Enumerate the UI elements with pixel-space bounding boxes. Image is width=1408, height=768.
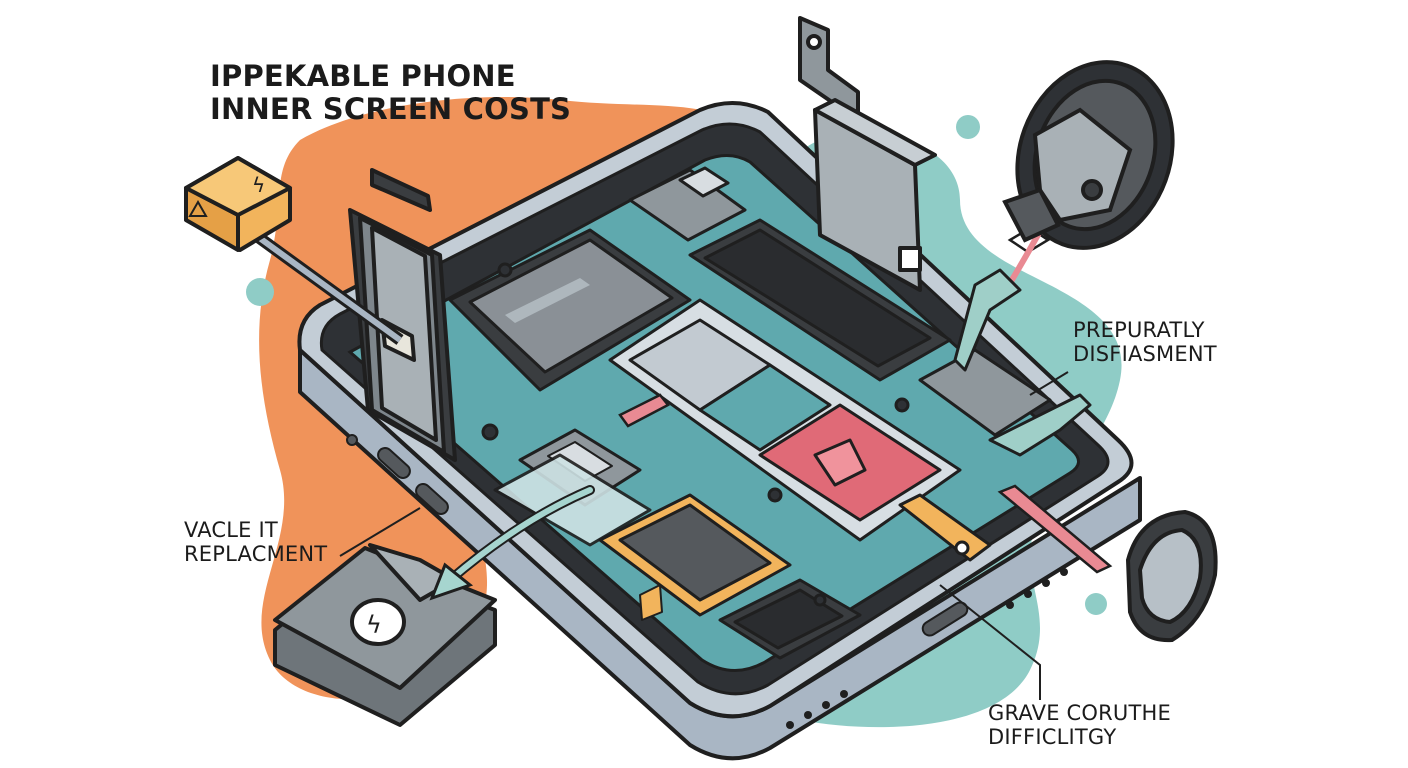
teal-dot bbox=[246, 278, 274, 306]
callout-vacle: VACLE IT REPLACMENT bbox=[184, 518, 327, 566]
title-line-2: INNER SCREEN COSTS bbox=[210, 92, 572, 127]
callout-grave: GRAVE CORUTHE DIFFICLITGY bbox=[988, 701, 1171, 749]
phone-side-details bbox=[346, 434, 969, 637]
suction-cup-top bbox=[1002, 60, 1175, 250]
leader-line bbox=[1029, 371, 1069, 396]
callout-line-2: REPLACMENT bbox=[184, 542, 328, 567]
suction-cup-bottom bbox=[1125, 509, 1218, 643]
callout-line-1: PREPURATLY bbox=[1073, 318, 1205, 342]
board-components bbox=[448, 166, 1052, 660]
warning-icon bbox=[188, 199, 208, 217]
leader-line bbox=[339, 507, 421, 557]
teal-dot bbox=[1085, 593, 1107, 615]
callout-line-2: DIFFICLITGY bbox=[988, 725, 1117, 750]
hanging-bracket bbox=[798, 16, 937, 292]
teal-dot bbox=[956, 115, 980, 139]
pry-clip bbox=[953, 268, 1092, 457]
arrow-head bbox=[429, 562, 474, 601]
ribbon-cables bbox=[618, 226, 1113, 574]
callout-line-1: VACLE IT bbox=[184, 518, 278, 542]
title-line-1: IPPEKABLE PHONE bbox=[210, 59, 516, 93]
diagram-title: IPPEKABLE PHONE INNER SCREEN COSTS bbox=[210, 59, 572, 127]
speaker-holes bbox=[786, 568, 1068, 729]
top-chip bbox=[628, 168, 747, 242]
lightning-icon: ϟ bbox=[252, 173, 265, 197]
callout-prepuratly: PREPURATLY DISFIASMENT bbox=[1073, 318, 1217, 366]
callout-line-2: DISFIASMENT bbox=[1073, 342, 1217, 367]
callout-line-1: GRAVE CORUTHE bbox=[988, 701, 1171, 725]
leader-line bbox=[939, 584, 1041, 700]
lightning-icon: ϟ bbox=[366, 611, 382, 639]
